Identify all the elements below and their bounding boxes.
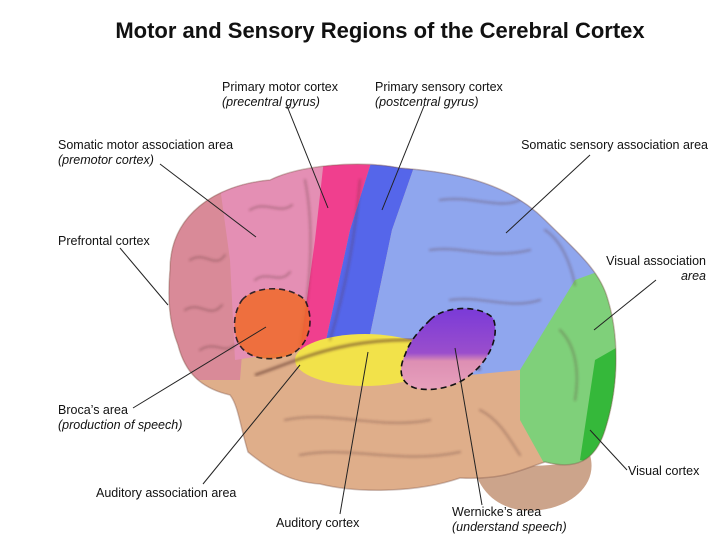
label-primary-motor-main: Primary motor cortex (222, 80, 338, 94)
label-somatic-motor-sub: (premotor cortex) (58, 153, 233, 168)
label-auditory-association: Auditory association area (96, 486, 236, 501)
label-wernicke-main: Wernicke’s area (452, 505, 541, 519)
label-visual-association: Visual association area (606, 254, 706, 284)
label-prefrontal: Prefrontal cortex (58, 234, 150, 249)
label-broca-sub: (production of speech) (58, 418, 182, 433)
label-somatic-sensory-main: Somatic sensory association area (521, 138, 708, 152)
label-primary-motor: Primary motor cortex (precentral gyrus) (222, 80, 338, 110)
label-somatic-motor: Somatic motor association area (premotor… (58, 138, 233, 168)
label-primary-sensory-sub: (postcentral gyrus) (375, 95, 503, 110)
label-somatic-sensory: Somatic sensory association area (521, 138, 708, 153)
label-auditory-cortex: Auditory cortex (276, 516, 359, 531)
label-prefrontal-main: Prefrontal cortex (58, 234, 150, 248)
label-somatic-motor-main: Somatic motor association area (58, 138, 233, 152)
broca-region (235, 289, 310, 359)
label-visual-association-sub: area (606, 269, 706, 284)
label-wernicke: Wernicke’s area (understand speech) (452, 505, 567, 535)
label-primary-sensory-main: Primary sensory cortex (375, 80, 503, 94)
label-auditory-cortex-main: Auditory cortex (276, 516, 359, 530)
label-visual-association-main: Visual association (606, 254, 706, 268)
label-visual-cortex-main: Visual cortex (628, 464, 699, 478)
label-wernicke-sub: (understand speech) (452, 520, 567, 535)
leader-prefrontal (120, 248, 168, 305)
label-visual-cortex: Visual cortex (628, 464, 699, 479)
label-auditory-association-main: Auditory association area (96, 486, 236, 500)
label-primary-motor-sub: (precentral gyrus) (222, 95, 338, 110)
leader-somatic-sensory (506, 155, 590, 233)
label-broca: Broca’s area (production of speech) (58, 403, 182, 433)
label-primary-sensory: Primary sensory cortex (postcentral gyru… (375, 80, 503, 110)
label-broca-main: Broca’s area (58, 403, 128, 417)
